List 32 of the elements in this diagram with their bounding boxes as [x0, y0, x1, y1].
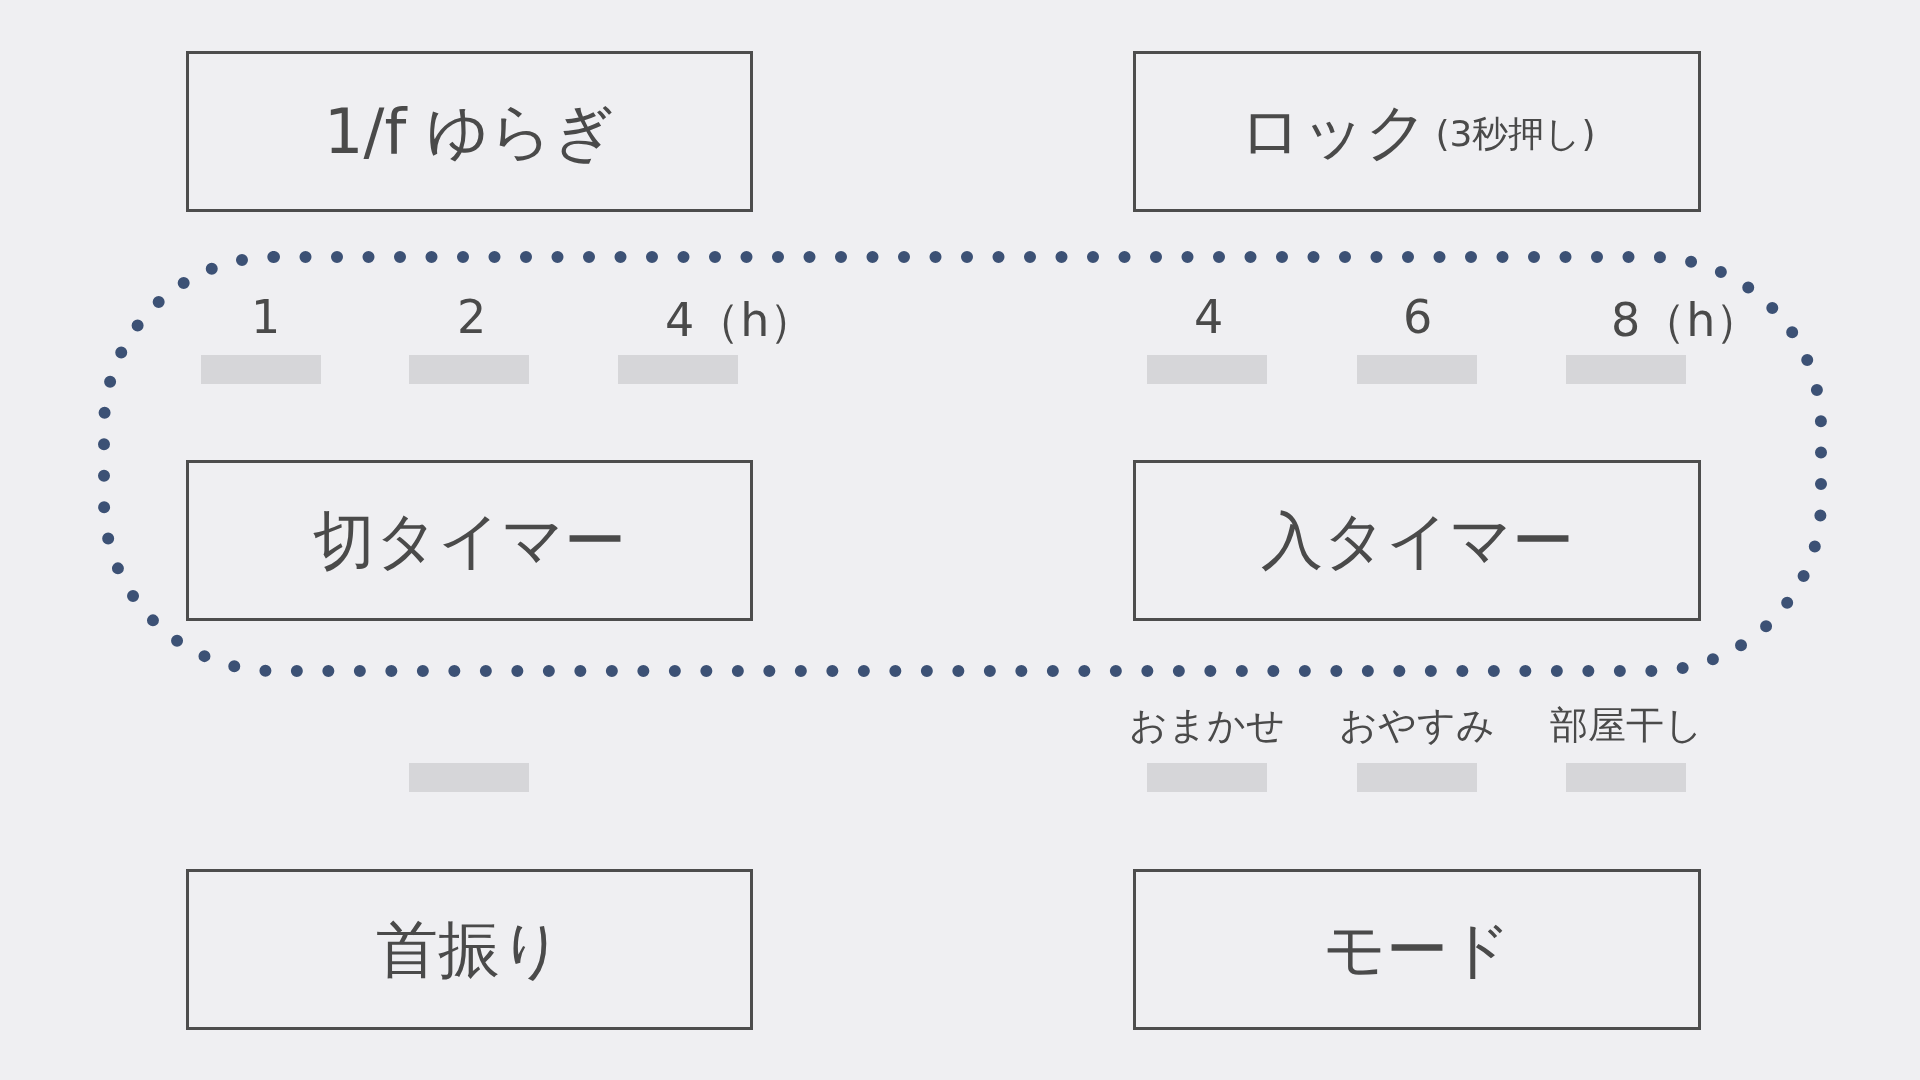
hour-label: 8（h）: [1611, 292, 1762, 349]
indicator-lamp: [1566, 763, 1686, 792]
mode-label: おまかせ: [1129, 702, 1285, 749]
hour-label: 4（h）: [665, 292, 816, 349]
mode-label: おやすみ: [1339, 702, 1495, 749]
hour-label: 6: [1403, 290, 1433, 344]
hour-label: 1: [251, 290, 281, 344]
panel-button: [186, 460, 753, 621]
indicator-lamp: [201, 355, 321, 384]
hour-label: 4: [1194, 290, 1224, 344]
panel-button: [1133, 460, 1701, 621]
button-label: 1/f ゆらぎ: [324, 93, 615, 170]
indicator-lamp: [1357, 763, 1477, 792]
button-label: 首振り: [376, 911, 563, 988]
hour-label: 2: [457, 290, 487, 344]
indicator-lamp: [409, 355, 529, 384]
button-note: (3秒押し): [1435, 112, 1596, 156]
indicator-lamp: [409, 763, 529, 792]
button-label: 入タイマー: [1260, 502, 1574, 579]
panel-button: [1133, 51, 1701, 212]
indicator-lamp: [618, 355, 738, 384]
indicator-lamp: [1566, 355, 1686, 384]
button-label: ロック: [1238, 93, 1428, 170]
button-label: 切タイマー: [313, 502, 626, 579]
panel-button: [1133, 869, 1701, 1030]
button-label: モード: [1323, 911, 1511, 988]
panel-button: [186, 51, 753, 212]
indicator-lamp: [1357, 355, 1477, 384]
indicator-lamp: [1147, 355, 1267, 384]
indicator-lamp: [1147, 763, 1267, 792]
mode-label: 部屋干し: [1549, 702, 1703, 749]
panel-button: [186, 869, 753, 1030]
